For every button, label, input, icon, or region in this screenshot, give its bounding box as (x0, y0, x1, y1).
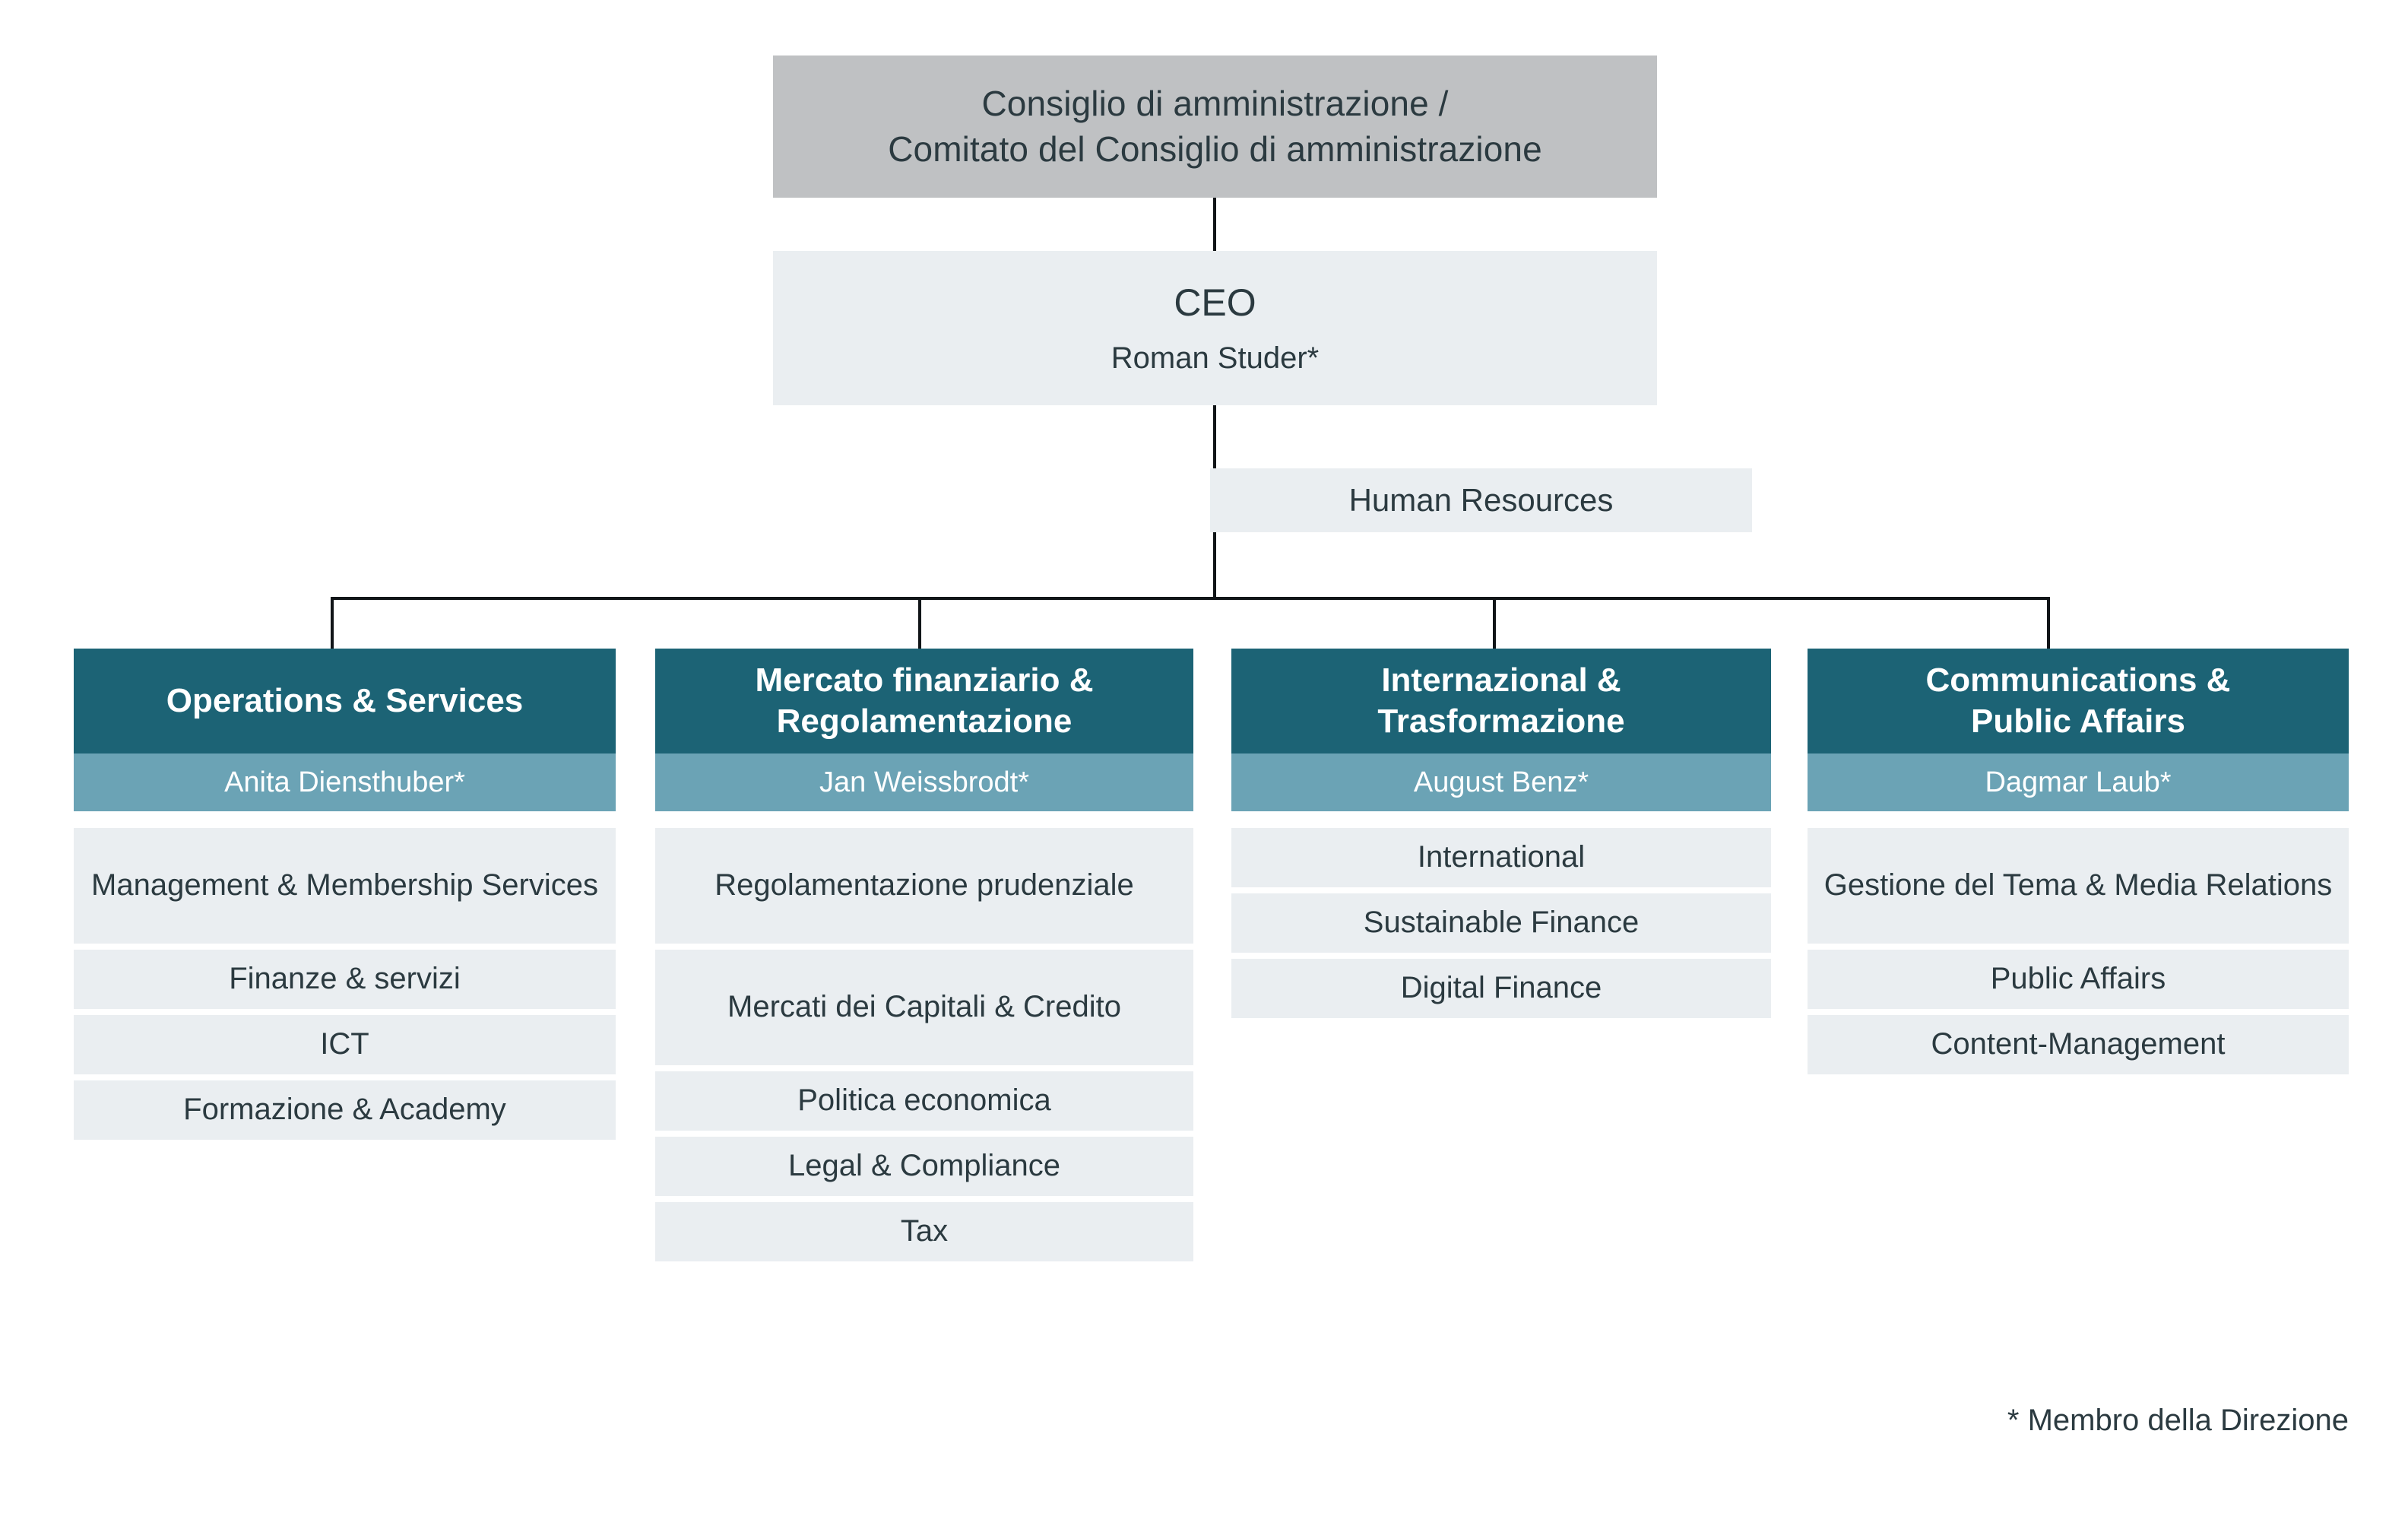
ceo-title: CEO (1174, 281, 1256, 324)
unit-item: Tax (655, 1202, 1193, 1261)
unit-list-2: Regolamentazione prudenziale Mercati dei… (655, 828, 1193, 1261)
ceo-box: CEO Roman Studer* (773, 251, 1657, 405)
department-name-2-line-2: Regolamentazione (776, 703, 1073, 740)
unit-item: Formazione & Academy (74, 1080, 616, 1140)
department-name-4: Communications & Public Affairs (1926, 660, 2231, 741)
ceo-name: Roman Studer* (1111, 341, 1320, 375)
connector-horizontal-bar (331, 597, 2050, 600)
unit-item: Politica economica (655, 1071, 1193, 1131)
department-header-3: Internazional & Trasformazione (1231, 649, 1771, 753)
unit-item: Finanze & servizi (74, 950, 616, 1009)
connector-board-to-ceo (1213, 198, 1216, 251)
unit-item: ICT (74, 1015, 616, 1074)
unit-item: International (1231, 828, 1771, 887)
unit-item: Gestione del Tema & Media Relations (1808, 828, 2349, 944)
department-header-1: Operations & Services (74, 649, 616, 753)
unit-item: Legal & Compliance (655, 1137, 1193, 1196)
department-name-4-line-2: Public Affairs (1971, 703, 2185, 740)
department-column-operations-services: Operations & Services Anita Diensthuber*… (74, 649, 616, 1140)
unit-item: Content-Management (1808, 1015, 2349, 1074)
unit-item: Regolamentazione prudenziale (655, 828, 1193, 944)
unit-list-4: Gestione del Tema & Media Relations Publ… (1808, 828, 2349, 1074)
unit-list-3: International Sustainable Finance Digita… (1231, 828, 1771, 1018)
department-name-1: Operations & Services (166, 682, 524, 720)
department-lead-4: Dagmar Laub* (1808, 753, 2349, 811)
unit-item: Sustainable Finance (1231, 893, 1771, 953)
unit-item: Public Affairs (1808, 950, 2349, 1009)
connector-drop-department-3 (1493, 597, 1496, 649)
department-name-2-line-1: Mercato finanziario & (755, 661, 1094, 700)
footnote-legend: * Membro della Direzione (2007, 1404, 2349, 1437)
connector-drop-department-4 (2047, 597, 2050, 649)
human-resources-label: Human Resources (1348, 482, 1614, 518)
department-column-communications-public-affairs: Communications & Public Affairs Dagmar L… (1808, 649, 2349, 1074)
department-lead-2: Jan Weissbrodt* (655, 753, 1193, 811)
department-name-3: Internazional & Trasformazione (1377, 660, 1624, 741)
connector-drop-department-2 (918, 597, 921, 649)
department-column-mercato-finanziario: Mercato finanziario & Regolamentazione J… (655, 649, 1193, 1261)
connector-drop-department-1 (331, 597, 334, 649)
unit-item: Digital Finance (1231, 959, 1771, 1018)
department-column-internazional-trasformazione: Internazional & Trasformazione August Be… (1231, 649, 1771, 1018)
board-title-line-1: Consiglio di amministrazione / (981, 83, 1449, 123)
department-header-2: Mercato finanziario & Regolamentazione (655, 649, 1193, 753)
unit-item: Mercati dei Capitali & Credito (655, 950, 1193, 1065)
department-name-2: Mercato finanziario & Regolamentazione (756, 660, 1094, 741)
department-lead-1: Anita Diensthuber* (74, 753, 616, 811)
board-of-directors-box: Consiglio di amministrazione / Comitato … (773, 56, 1657, 198)
department-name-3-line-2: Trasformazione (1377, 703, 1625, 740)
board-title-line-2: Comitato del Consiglio di amministrazion… (888, 128, 1542, 169)
department-header-4: Communications & Public Affairs (1808, 649, 2349, 753)
department-name-4-line-1: Communications & (1925, 661, 2231, 700)
unit-list-1: Management & Membership Services Finanze… (74, 828, 616, 1140)
department-name-3-line-1: Internazional & (1381, 661, 1621, 700)
unit-item: Management & Membership Services (74, 828, 616, 944)
department-lead-3: August Benz* (1231, 753, 1771, 811)
human-resources-box: Human Resources (1210, 468, 1752, 532)
